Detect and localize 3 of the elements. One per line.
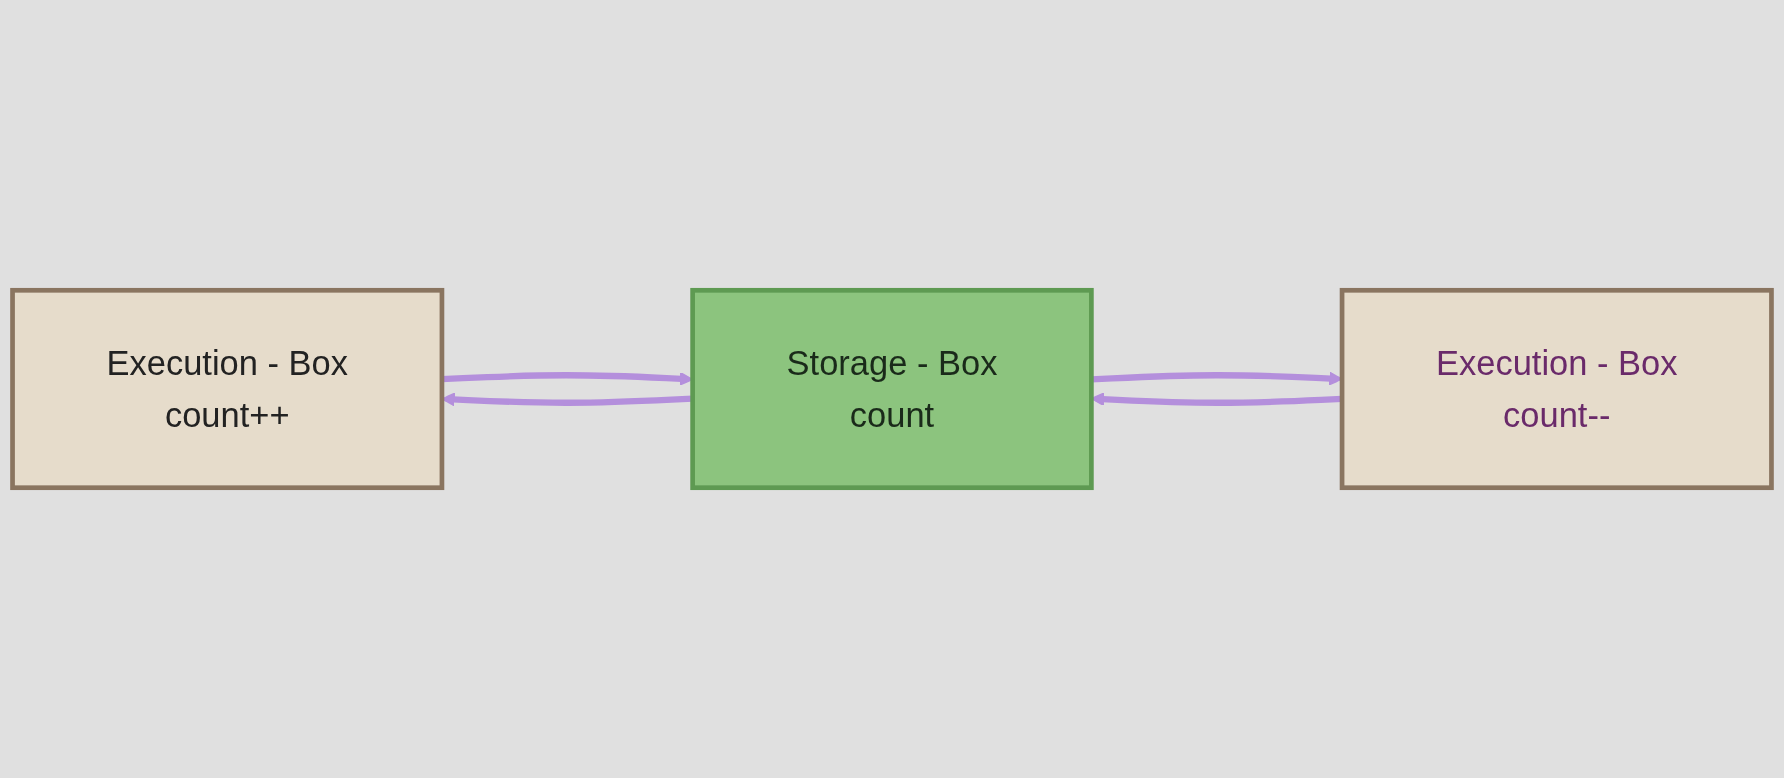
node-box: Execution - Box count-- <box>1339 287 1774 491</box>
node-box: Storage - Box count <box>690 287 1094 491</box>
node-box: Execution - Box count++ <box>10 287 445 491</box>
